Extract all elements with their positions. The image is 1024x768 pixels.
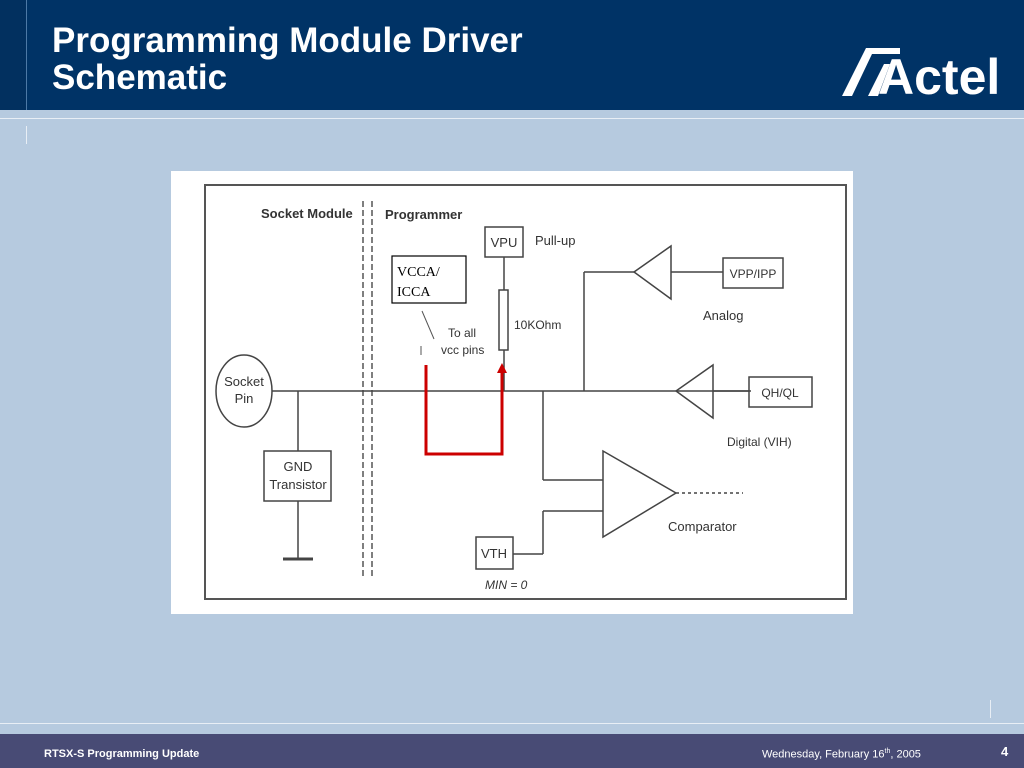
- vpp-ipp-label: VPP/IPP: [730, 267, 777, 281]
- header-divider-tick: [26, 126, 27, 144]
- digital-label: Digital (VIH): [727, 435, 792, 449]
- socket-pin-label-2: Pin: [235, 391, 254, 406]
- logo-mark-icon: [842, 48, 900, 96]
- footer-bar: RTSX-S Programming Update Wednesday, Feb…: [0, 734, 1024, 768]
- resistor-icon: [498, 289, 509, 351]
- vpu-label: VPU: [491, 235, 518, 250]
- handwritten-note: MIN = 0: [485, 578, 528, 592]
- footer-date: Wednesday, February 16th, 2005: [762, 748, 921, 761]
- schematic-diagram: Socket Module Programmer Socket Pin GND …: [171, 171, 853, 614]
- vcca-measurement-wire: [424, 365, 504, 456]
- vpp-ipp-box: [722, 257, 784, 289]
- analog-buffer-icon: [632, 244, 672, 301]
- comparator-label: Comparator: [668, 519, 737, 534]
- schematic-svg: Socket Module Programmer Socket Pin GND …: [204, 184, 847, 600]
- pull-up-label: Pull-up: [535, 233, 575, 248]
- footer-date-suffix: th: [884, 748, 891, 755]
- slide-title-line1: Programming Module Driver: [52, 21, 523, 60]
- to-all-label-2: vcc pins: [441, 343, 484, 357]
- gnd-label-2: Transistor: [269, 477, 327, 492]
- logo-slash-icon: [868, 64, 890, 96]
- vth-box: [475, 536, 514, 570]
- resistor-label: 10KOhm: [514, 318, 561, 332]
- qh-ql-box: [748, 376, 813, 408]
- footer-divider-tick: [990, 700, 991, 718]
- actel-logo: Actel: [842, 48, 1000, 98]
- to-all-label-1: To all: [448, 326, 476, 340]
- analog-label: Analog: [703, 308, 743, 323]
- arrow-up-icon: [497, 363, 507, 373]
- programmer-label: Programmer: [385, 207, 462, 222]
- logo-text: Actel: [878, 49, 1000, 98]
- footer-date-year: , 2005: [890, 748, 921, 761]
- socket-pin-label-1: Socket: [224, 374, 264, 389]
- header-bar: Programming Module Driver Schematic Acte…: [0, 0, 1024, 110]
- footer-date-main: Wednesday, February 16: [762, 748, 885, 761]
- vth-label: VTH: [481, 546, 507, 561]
- socket-module-label: Socket Module: [261, 206, 353, 221]
- qh-ql-label: QH/QL: [761, 386, 799, 400]
- slide-title-line2: Schematic: [52, 58, 228, 97]
- footer-divider: [0, 723, 1024, 724]
- gnd-label-1: GND: [284, 459, 313, 474]
- callout-label-2: ICCA: [397, 285, 431, 300]
- header-accent-bar: [0, 0, 27, 110]
- to-all-leader-line: [421, 310, 435, 340]
- schematic-frame: [204, 184, 847, 600]
- page-number: 4: [1001, 744, 1009, 759]
- callout-label-1: VCCA/: [397, 265, 440, 280]
- footer-presentation-title: RTSX-S Programming Update: [44, 748, 200, 760]
- vcca-icca-callout: [391, 255, 467, 304]
- comparator-icon: [602, 449, 678, 539]
- slide-title: Programming Module Driver Schematic: [52, 22, 732, 96]
- header-divider: [0, 118, 1024, 119]
